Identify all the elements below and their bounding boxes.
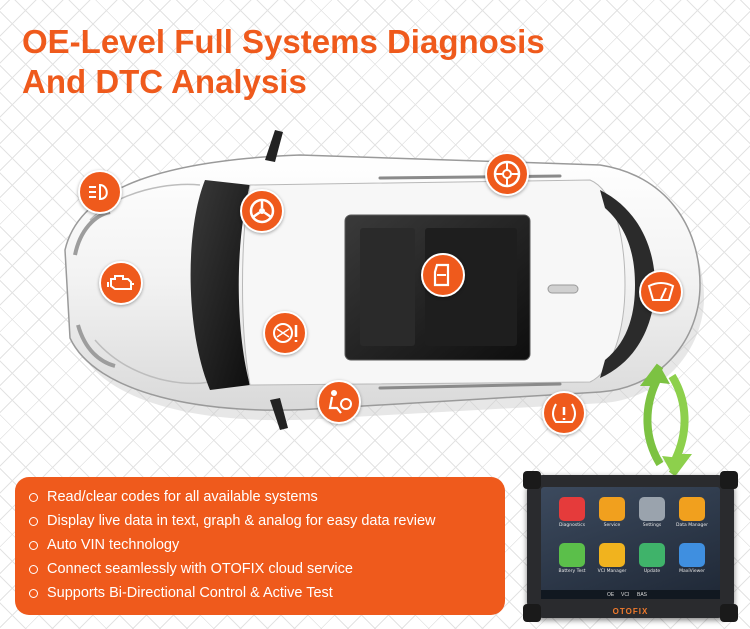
bumper bbox=[523, 604, 541, 622]
app-label: Service bbox=[603, 523, 621, 528]
wheel-icon bbox=[485, 152, 529, 196]
abs-warning-icon bbox=[263, 311, 307, 355]
app-vci-manager-icon[interactable] bbox=[599, 543, 625, 567]
tire-pressure-icon bbox=[542, 391, 586, 435]
bullet-icon bbox=[29, 564, 38, 574]
features-panel: Read/clear codes for all available syste… bbox=[15, 477, 505, 615]
headlight-icon bbox=[78, 170, 122, 214]
app-update-icon[interactable] bbox=[639, 543, 665, 567]
feature-item: Supports Bi-Directional Control & Active… bbox=[29, 581, 505, 605]
bullet-icon bbox=[29, 492, 38, 502]
bullet-icon bbox=[29, 516, 38, 526]
app-label: VCI Manager bbox=[597, 569, 627, 574]
app-maxiviewer-icon[interactable] bbox=[679, 543, 705, 567]
status-vci: VCI bbox=[621, 592, 630, 598]
app-diagnostics-icon[interactable] bbox=[559, 497, 585, 521]
tablet-brand-logo: OTOFIX bbox=[612, 607, 649, 616]
tablet-status-bar: OE VCI BAS bbox=[541, 590, 720, 599]
bumper bbox=[523, 471, 541, 489]
app-label: MaxiViewer bbox=[679, 569, 705, 574]
bullet-icon bbox=[29, 588, 38, 598]
app-battery-test-icon[interactable] bbox=[559, 543, 585, 567]
feature-item: Connect seamlessly with OTOFIX cloud ser… bbox=[29, 557, 505, 581]
feature-item: Auto VIN technology bbox=[29, 533, 505, 557]
bumper bbox=[720, 604, 738, 622]
tablet-screen: Diagnostics Service Settings Data Manage… bbox=[541, 487, 720, 599]
app-label: Settings bbox=[642, 523, 662, 528]
app-data-manager-icon[interactable] bbox=[679, 497, 705, 521]
door-icon bbox=[421, 253, 465, 297]
app-service-icon[interactable] bbox=[599, 497, 625, 521]
headline: OE-Level Full Systems Diagnosis And DTC … bbox=[22, 22, 545, 102]
app-label: Battery Test bbox=[558, 569, 586, 574]
status-bas: BAS bbox=[637, 592, 648, 598]
diagnostic-tablet: Diagnostics Service Settings Data Manage… bbox=[523, 471, 738, 622]
connection-arrows-icon bbox=[640, 363, 692, 477]
bumper bbox=[720, 471, 738, 489]
feature-item: Read/clear codes for all available syste… bbox=[29, 485, 505, 509]
headline-line-2: And DTC Analysis bbox=[22, 63, 307, 100]
wiper-icon bbox=[639, 270, 683, 314]
app-label: Diagnostics bbox=[558, 523, 586, 528]
features-list: Read/clear codes for all available syste… bbox=[15, 477, 505, 605]
headline-line-1: OE-Level Full Systems Diagnosis bbox=[22, 23, 545, 60]
app-settings-icon[interactable] bbox=[639, 497, 665, 521]
feature-item: Display live data in text, graph & analo… bbox=[29, 509, 505, 533]
app-label: Update bbox=[643, 569, 661, 574]
status-oe: OE bbox=[607, 592, 615, 598]
app-label: Data Manager bbox=[676, 523, 708, 528]
airbag-icon bbox=[317, 380, 361, 424]
steering-wheel-icon bbox=[240, 189, 284, 233]
bullet-icon bbox=[29, 540, 38, 550]
engine-icon bbox=[99, 261, 143, 305]
